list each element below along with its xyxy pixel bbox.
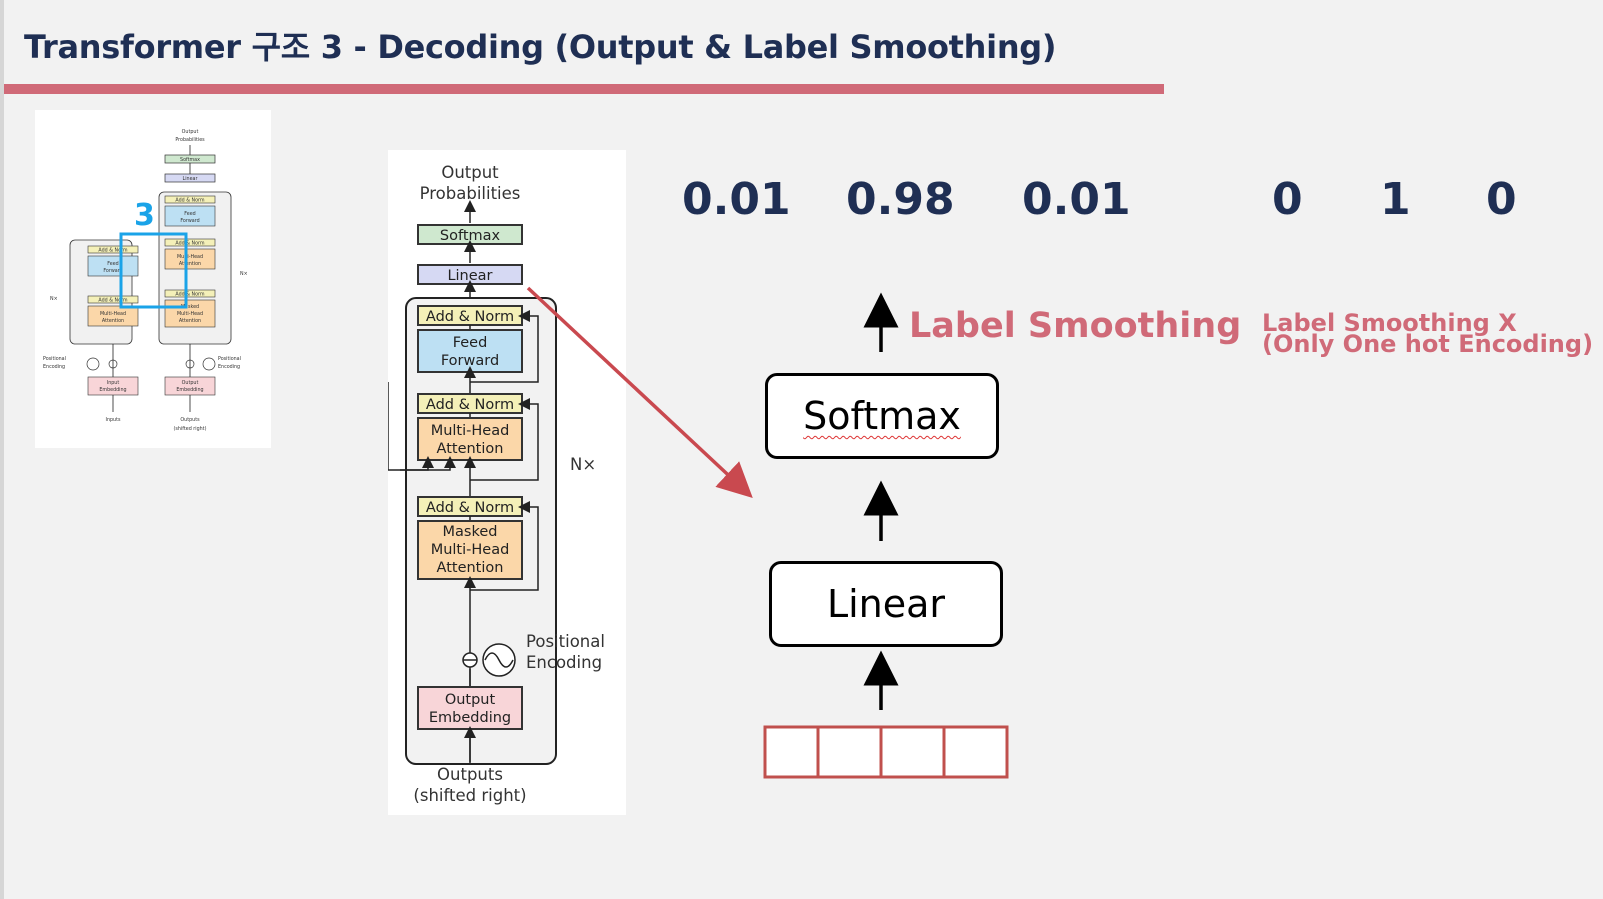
decoder-diagram: Output Probabilities Softmax Linear Add … (388, 150, 626, 815)
zoom-linear-label: Linear (826, 582, 946, 626)
decoder-linear-label: Linear (447, 268, 492, 284)
svg-text:Multi-Head: Multi-Head (100, 311, 126, 317)
svg-text:Add & Norm: Add & Norm (98, 248, 127, 254)
decoder-output-embedding-box (417, 686, 523, 730)
svg-text:Output: Output (445, 692, 496, 708)
zoom-softmax-box: Softmax (765, 373, 999, 459)
smoothed-value-3: 0.01 (1022, 174, 1131, 225)
svg-text:Probabilities: Probabilities (420, 184, 521, 203)
one-hot-value-1: 0 (1272, 174, 1303, 225)
svg-text:Masked: Masked (443, 524, 498, 540)
svg-text:Add & Norm: Add & Norm (175, 292, 204, 298)
zoom-softmax-label: Softmax (803, 394, 961, 438)
svg-text:Multi-Head: Multi-Head (177, 311, 203, 317)
svg-text:Attention: Attention (179, 261, 201, 267)
input-vector (763, 725, 1009, 779)
svg-text:Attention: Attention (102, 318, 124, 324)
smoothed-value-1: 0.01 (682, 174, 791, 225)
mini-transformer-diagram: Output Probabilities Softmax Linear Add … (35, 110, 271, 448)
svg-text:Add & Norm: Add & Norm (426, 500, 514, 516)
svg-text:Forward: Forward (180, 218, 199, 224)
svg-text:Encoding: Encoding (43, 364, 65, 370)
mini-encoder-stack (69, 239, 133, 345)
decoder-outputs-label: Outputs (437, 765, 503, 784)
decoder-softmax-label: Softmax (440, 228, 501, 244)
svg-text:Attention: Attention (437, 441, 504, 457)
decoder-masked-attention-box (417, 520, 523, 580)
mini-linear-label: Linear (183, 176, 198, 182)
mini-softmax-label: Softmax (180, 157, 200, 163)
svg-text:Attention: Attention (179, 318, 201, 324)
mini-outputs-label: Outputs (180, 417, 200, 423)
mini-decoder-nx: N× (240, 271, 248, 277)
svg-text:Output: Output (182, 380, 199, 386)
svg-text:Masked: Masked (181, 304, 199, 310)
title-underline (4, 84, 1164, 94)
slide-title: Transformer 구조 3 - Decoding (Output & La… (24, 28, 1057, 66)
svg-text:Feed: Feed (107, 261, 118, 267)
svg-text:Embedding: Embedding (176, 387, 203, 393)
zoom-linear-box: Linear (769, 561, 1003, 647)
no-label-smoothing-label: Label Smoothing X (Only One hot Encoding… (1262, 309, 1594, 358)
mini-step-number: 3 (134, 198, 155, 233)
svg-text:Add & Norm: Add & Norm (175, 198, 204, 204)
svg-text:Multi-Head: Multi-Head (177, 254, 203, 260)
svg-text:Probabilities: Probabilities (175, 137, 205, 143)
smoothed-value-2: 0.98 (846, 174, 955, 225)
mini-encoder-nx: N× (50, 296, 58, 302)
svg-text:Embedding: Embedding (429, 710, 511, 726)
mini-output-probabilities-label: Output (182, 129, 199, 135)
svg-text:Add & Norm: Add & Norm (426, 309, 514, 325)
svg-text:Encoding: Encoding (218, 364, 240, 370)
svg-text:Forward: Forward (441, 353, 499, 369)
mini-transformer-svg: Output Probabilities Softmax Linear Add … (43, 129, 248, 432)
decoder-feed-forward-box (417, 329, 523, 373)
one-hot-value-3: 0 (1486, 174, 1517, 225)
mini-linear-box (164, 173, 216, 183)
svg-text:Add & Norm: Add & Norm (98, 298, 127, 304)
svg-text:Input: Input (107, 380, 120, 386)
decoder-nx-label: N× (570, 455, 596, 474)
svg-text:Positional: Positional (526, 632, 605, 651)
svg-text:Feed: Feed (453, 335, 488, 351)
svg-text:Encoding: Encoding (526, 653, 602, 672)
svg-text:Multi-Head: Multi-Head (431, 542, 510, 558)
svg-text:Attention: Attention (437, 560, 504, 576)
decoder-diagram-svg: Output Probabilities Softmax Linear Add … (388, 163, 605, 805)
svg-text:Multi-Head: Multi-Head (431, 423, 510, 439)
svg-text:Positional: Positional (43, 356, 66, 362)
svg-text:Feed: Feed (184, 211, 195, 217)
svg-text:(shifted right): (shifted right) (174, 426, 207, 432)
decoder-output-probabilities-label: Output (441, 163, 499, 182)
label-smoothing-label: Label Smoothing (909, 306, 1242, 346)
svg-text:Add & Norm: Add & Norm (426, 397, 514, 413)
one-hot-value-2: 1 (1380, 174, 1411, 225)
mini-highlight-box (119, 232, 188, 309)
slide-left-edge (0, 0, 4, 899)
svg-text:Embedding: Embedding (99, 387, 126, 393)
svg-text:(shifted right): (shifted right) (413, 786, 526, 805)
svg-text:Add & Norm: Add & Norm (175, 241, 204, 247)
svg-text:Positional: Positional (218, 356, 241, 362)
svg-text:Forward: Forward (103, 268, 122, 274)
mini-inputs-label: Inputs (106, 417, 121, 423)
